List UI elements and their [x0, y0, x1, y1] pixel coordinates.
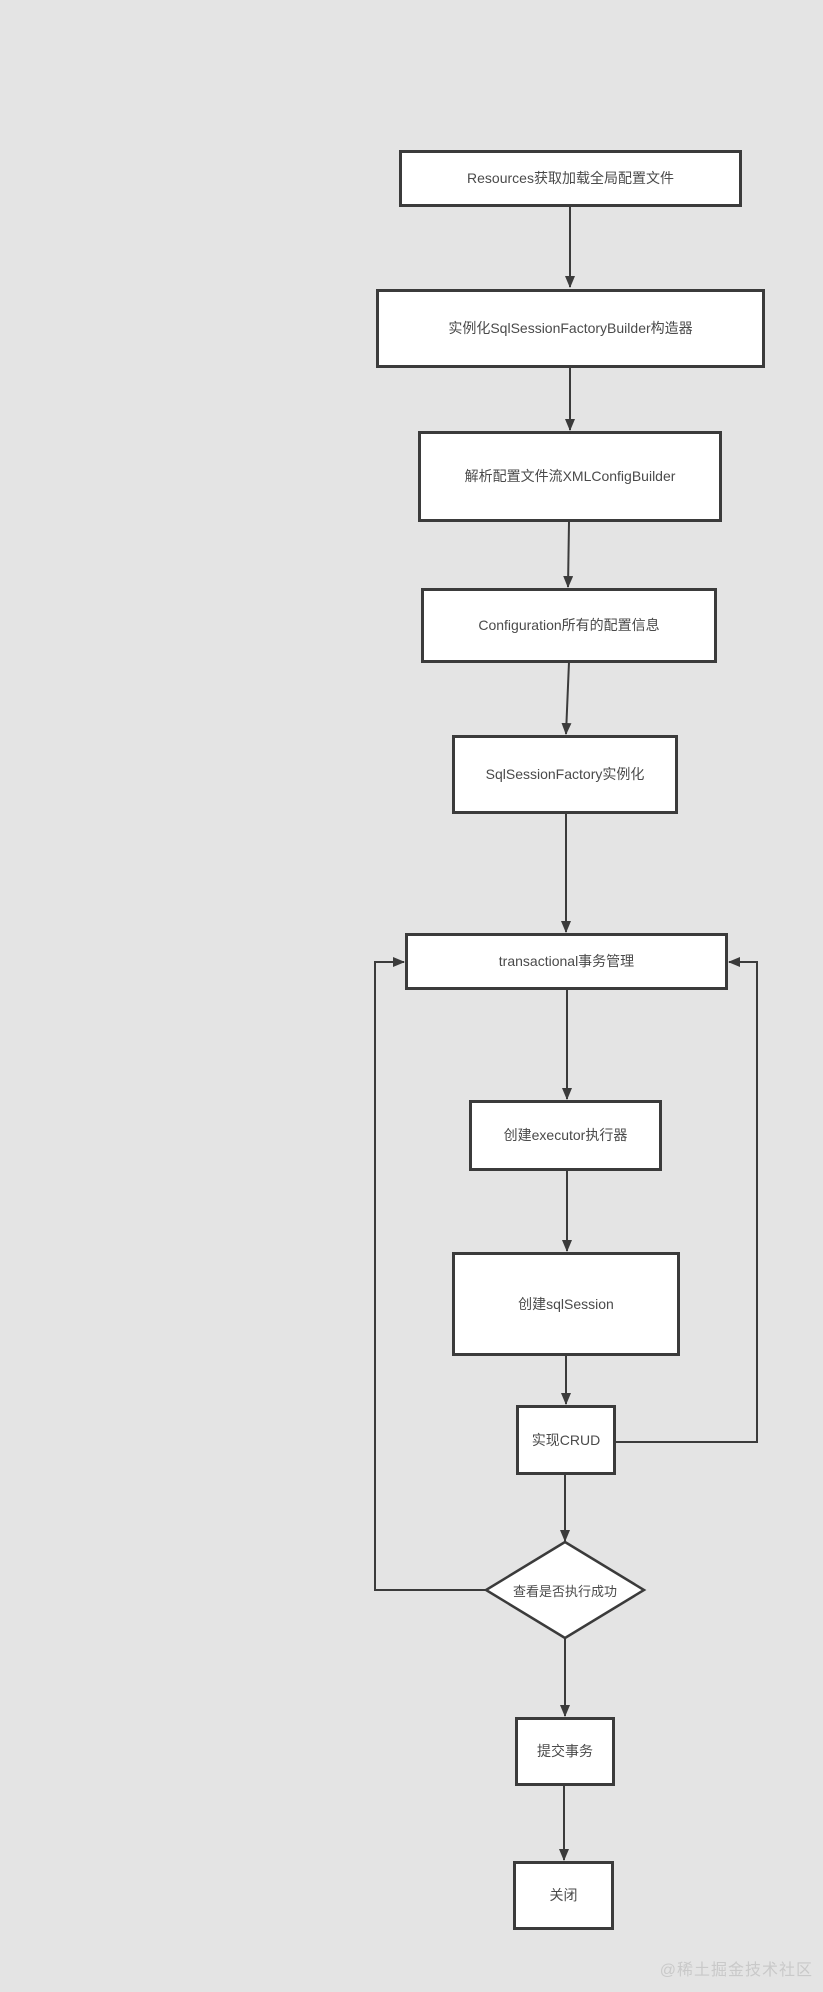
- edge-crud-transactional-loop: [616, 957, 758, 1443]
- node-success-check: 查看是否执行成功: [512, 1583, 617, 1599]
- edge-decision-transactional-loop: [374, 957, 488, 1591]
- edge-xmlconfig-configuration: [563, 521, 574, 588]
- node-crud: 实现CRUD: [516, 1405, 616, 1475]
- node-transactional: transactional事务管理: [405, 933, 728, 990]
- node-configuration: Configuration所有的配置信息: [421, 588, 717, 663]
- node-sqlsessionfactory: SqlSessionFactory实例化: [452, 735, 678, 814]
- decision-diamond-shape: [483, 1540, 647, 1640]
- node-close: 关闭: [513, 1861, 614, 1930]
- node-commit: 提交事务: [515, 1717, 615, 1786]
- watermark-text: @稀土掘金技术社区: [659, 1962, 813, 1979]
- node-resources: Resources获取加载全局配置文件: [399, 150, 742, 207]
- edge-configuration-factory: [561, 661, 572, 735]
- node-executor: 创建executor执行器: [469, 1100, 662, 1171]
- node-builder: 实例化SqlSessionFactoryBuilder构造器: [376, 289, 765, 368]
- node-sqlsession: 创建sqlSession: [452, 1252, 680, 1356]
- node-xmlconfig: 解析配置文件流XMLConfigBuilder: [418, 431, 722, 522]
